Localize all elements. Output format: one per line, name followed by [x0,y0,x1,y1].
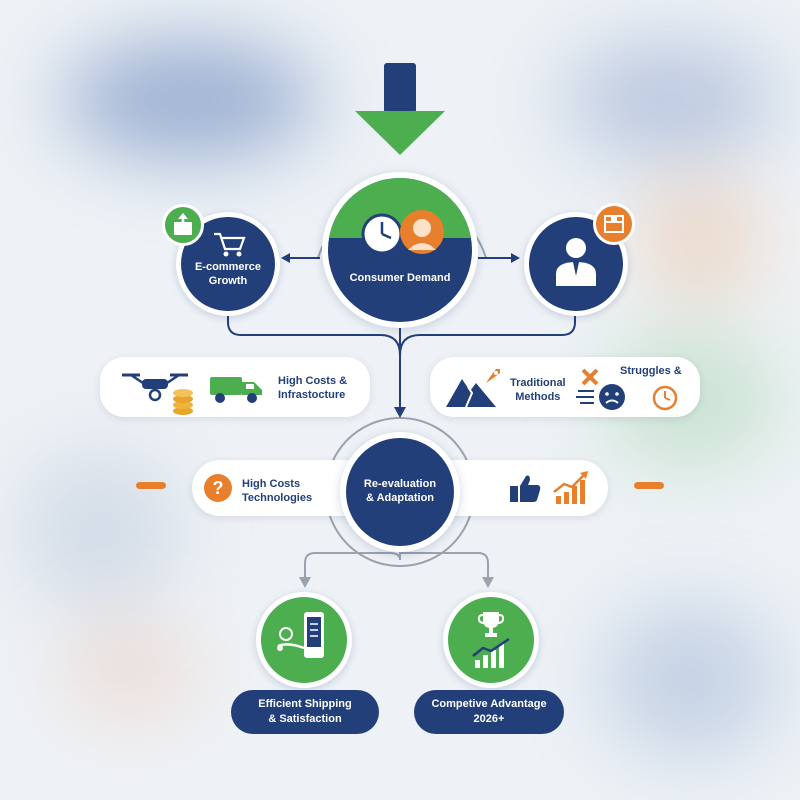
growth-chart-icon [553,471,588,504]
costs-infra-line2: Infrastocture [278,389,346,402]
traditional-methods-pill[interactable]: Traditional Methods Struggles & [430,357,700,417]
traditional-line2: Methods [515,391,561,404]
arrowhead-split-right [482,577,494,588]
advantage-line2: 2026+ [473,713,505,725]
efficient-shipping-label: Efficient Shipping & Satisfaction [231,690,379,734]
thumbs-up-icon [510,475,541,502]
broken-road-icon [446,379,496,407]
high-costs-technologies-label: High Costs Technologies [242,477,312,506]
ecommerce-label-line2: Growth [208,274,248,287]
costs-infra-line1: High Costs & [278,375,348,387]
merge-right [399,305,576,356]
bg-blob-grey-left [20,450,180,610]
consumer-demand-node[interactable]: Consumer Demand [322,172,478,328]
rocket-icon [486,369,500,383]
competitive-advantage-label: Competive Advantage 2026+ [414,690,564,734]
shipping-line1: Efficient Shipping [258,698,352,711]
traditional-methods-label: Traditional Methods [510,376,566,405]
box-icon [593,203,635,245]
svg-text:?: ? [213,478,224,498]
high-costs-infrastructure-pill[interactable]: High Costs & Infrastocture [100,357,370,417]
advantage-line1: Competive Advantage [431,698,547,711]
phone-route-icon [277,612,324,658]
bg-blob-navy-left [60,40,320,160]
arrowhead-right [511,253,520,263]
left-dash [136,482,166,489]
delivery-truck-icon [210,377,262,403]
right-dash [634,482,664,489]
costs-tech-line2: Technologies [242,492,313,505]
trophy-icon [478,612,504,637]
coins-icon [173,389,193,415]
split-left [304,548,401,578]
shipping-line2: & Satisfaction [268,713,342,725]
sad-face-icon [576,384,625,410]
ecommerce-label-line1: E-commerce [194,261,262,273]
person-icon [556,238,596,286]
cross-icon [581,368,599,386]
struggles-label: Struggles & [620,365,682,377]
down-arrow-icon [355,63,445,155]
bg-blob-navy-right [560,40,780,160]
arrowhead-split-left [299,577,311,588]
traditional-line1: Traditional [510,377,566,389]
competitive-advantage-node[interactable] [443,592,539,688]
arrowhead-down [394,407,406,418]
consumer-demand-label: Consumer Demand [349,272,451,284]
merge-left [227,300,401,356]
question-icon: ? [204,474,232,502]
bg-blob-orange-right [640,180,760,300]
costs-tech-line1: High Costs [242,478,301,490]
drone-icon [122,373,188,402]
shopping-cart-icon [214,232,246,257]
reevaluation-node[interactable]: Re-evaluation & Adaptation [340,432,460,552]
reevaluation-line1: Re-evaluation [363,478,437,490]
reevaluation-label: Re-evaluation & Adaptation [340,478,460,506]
growth-chart-icon [472,638,510,668]
split-right [400,552,489,578]
reevaluation-line2: & Adaptation [365,491,435,504]
bg-blob-orange-left [60,620,200,720]
bg-blob-navy-bottom [600,600,780,760]
high-costs-infrastructure-label: High Costs & Infrastocture [278,374,347,403]
person-icon [400,210,444,254]
reevaluation-ring [324,417,475,567]
ecommerce-growth-label: E-commerce Growth [176,261,280,289]
efficient-shipping-node[interactable] [256,592,352,688]
timer-icon [652,385,678,411]
package-upload-icon [162,204,204,246]
arrowhead-left [281,253,290,263]
